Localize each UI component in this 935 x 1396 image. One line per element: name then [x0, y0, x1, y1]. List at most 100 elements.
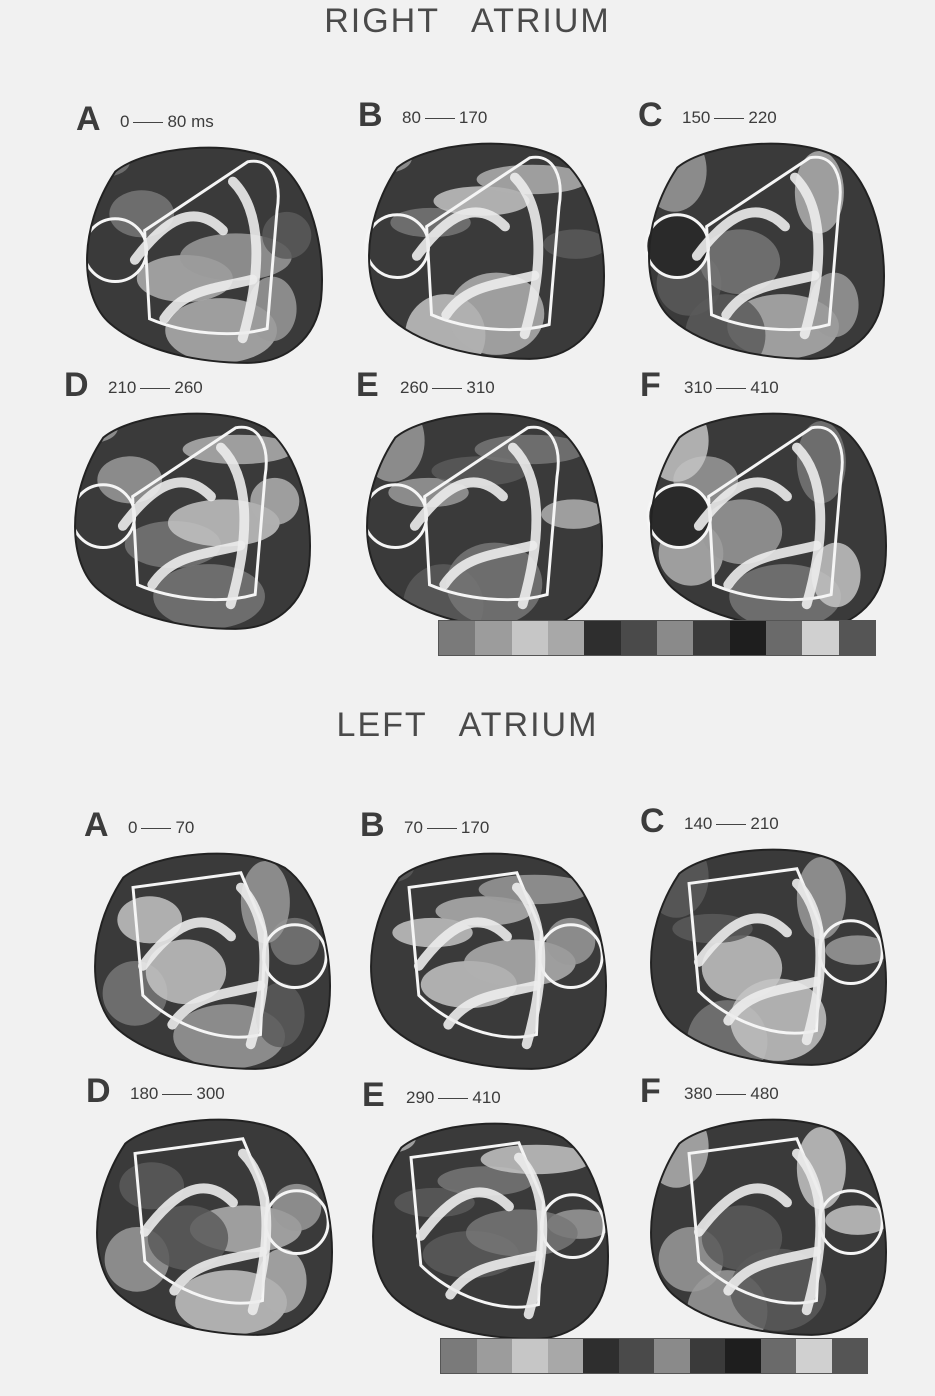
time-start: 150	[682, 108, 710, 127]
panel-letter: D	[64, 366, 89, 405]
panel-time-range: 310 410	[684, 378, 779, 398]
activation-map	[638, 136, 888, 366]
activation-zone	[262, 212, 311, 259]
scale-swatch	[657, 621, 693, 655]
scale-swatch	[796, 1339, 832, 1373]
scale-swatch	[839, 621, 875, 655]
scale-swatch	[512, 621, 548, 655]
panel-letter: E	[362, 1076, 385, 1115]
panel-time-range: 80 170	[402, 108, 487, 128]
time-end: 80 ms	[167, 112, 213, 131]
panel-time-range: 140210	[684, 814, 779, 834]
panel-letter: C	[640, 802, 665, 841]
time-separator	[425, 118, 455, 119]
right_atrium-panel-c: C150220	[638, 96, 888, 366]
right-atrium-title: RIGHT ATRIUM	[0, 2, 935, 41]
time-end: 170	[459, 108, 487, 127]
scale-swatch	[654, 1339, 690, 1373]
left-atrium-title: LEFT ATRIUM	[0, 706, 935, 745]
right_atrium-panel-a: A080 ms	[76, 100, 326, 370]
scale-swatch	[477, 1339, 513, 1373]
right_atrium-panel-f: F 310 410	[640, 366, 890, 636]
time-separator	[140, 388, 170, 389]
time-separator	[438, 1098, 468, 1099]
right_atrium-panel-d: D 210 260	[64, 366, 314, 636]
scale-swatch	[621, 621, 657, 655]
scale-swatch	[619, 1339, 655, 1373]
activation-zone	[81, 147, 130, 176]
scale-swatch	[441, 1339, 477, 1373]
time-end: 260	[174, 378, 202, 397]
left-atrium-color-scale	[440, 1338, 868, 1374]
activation-map	[76, 140, 326, 370]
panel-time-range: 150 220	[682, 108, 777, 128]
time-separator	[141, 828, 171, 829]
right_atrium-panel-b: B 80 170	[358, 96, 608, 366]
activation-map	[362, 1116, 612, 1346]
scale-swatch	[439, 621, 475, 655]
panel-time-range: 70 170	[404, 818, 489, 838]
activation-zone	[365, 853, 414, 882]
activation-zone	[250, 478, 299, 525]
panel-time-range: 210 260	[108, 378, 203, 398]
panel-letter: A	[84, 806, 109, 845]
time-separator	[716, 388, 746, 389]
time-end: 170	[461, 818, 489, 837]
scale-swatch	[761, 1339, 797, 1373]
panel-letter: B	[358, 96, 383, 135]
scale-swatch	[548, 1339, 584, 1373]
time-start: 140	[684, 814, 712, 833]
activation-map	[640, 406, 890, 636]
time-start: 310	[684, 378, 712, 397]
right_atrium-panel-e: E 260 310	[356, 366, 606, 636]
activation-zone	[543, 229, 608, 258]
time-start: 80	[402, 108, 421, 127]
activation-map	[640, 842, 890, 1072]
scale-swatch	[475, 621, 511, 655]
left_atrium-panel-e: E 290410	[362, 1076, 612, 1346]
scale-swatch	[583, 1339, 619, 1373]
panel-letter: F	[640, 366, 661, 405]
right-atrium-color-scale	[438, 620, 876, 656]
time-separator	[716, 1094, 746, 1095]
panel-letter: E	[356, 366, 379, 405]
activation-zone	[69, 413, 118, 442]
time-start: 380	[684, 1084, 712, 1103]
scale-swatch	[693, 621, 729, 655]
activation-map	[86, 1112, 336, 1342]
panel-letter: A	[76, 100, 101, 139]
activation-map	[640, 1112, 890, 1342]
activation-map	[358, 136, 608, 366]
time-end: 310	[466, 378, 494, 397]
panel-letter: F	[640, 1072, 661, 1111]
time-start: 260	[400, 378, 428, 397]
activation-map	[360, 846, 610, 1076]
panel-letter: D	[86, 1072, 111, 1111]
panel-letter: B	[360, 806, 385, 845]
scale-swatch	[766, 621, 802, 655]
time-end: 220	[748, 108, 776, 127]
scale-swatch	[512, 1339, 548, 1373]
scale-swatch	[802, 621, 838, 655]
activation-map	[84, 846, 334, 1076]
activation-map	[356, 406, 606, 636]
panel-time-range: 260 310	[400, 378, 495, 398]
activation-zone	[367, 1123, 416, 1152]
scale-swatch	[584, 621, 620, 655]
time-separator	[133, 122, 163, 123]
time-end: 300	[196, 1084, 224, 1103]
time-end: 70	[175, 818, 194, 837]
activation-zone	[466, 1209, 578, 1256]
time-separator	[714, 118, 744, 119]
time-end: 410	[750, 378, 778, 397]
time-separator	[427, 828, 457, 829]
time-start: 70	[404, 818, 423, 837]
time-start: 210	[108, 378, 136, 397]
time-start: 180	[130, 1084, 158, 1103]
panel-time-range: 180 300	[130, 1084, 225, 1104]
scale-swatch	[730, 621, 766, 655]
